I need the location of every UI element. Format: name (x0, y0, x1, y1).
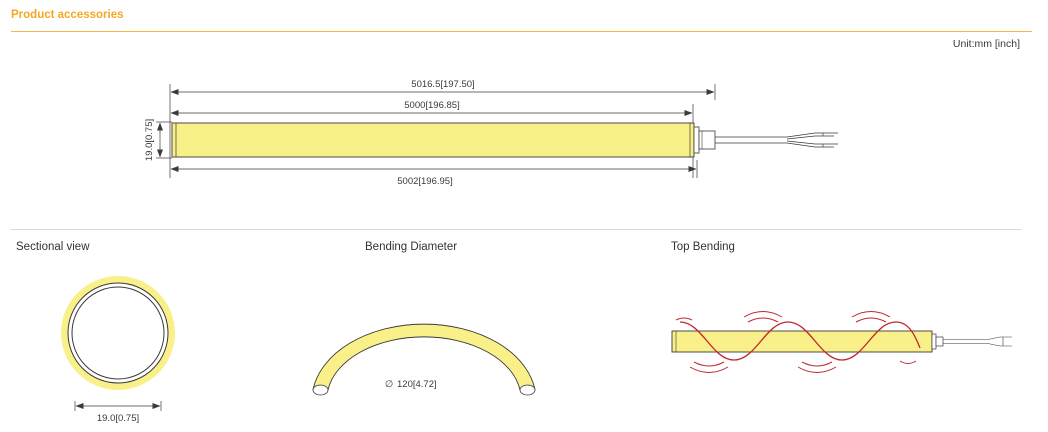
end-cap (693, 126, 700, 154)
section-width-label: 19.0[0.75] (97, 413, 139, 424)
section-title: Product accessories (11, 9, 124, 21)
overall-length-label: 5016.5[197.50] (411, 79, 474, 90)
caption-top-bending: Top Bending (671, 241, 735, 253)
cable-gland (698, 130, 716, 150)
caption-bending-diameter: Bending Diameter (365, 241, 458, 253)
title-divider (11, 31, 1032, 32)
top-bending-bar (671, 330, 933, 353)
bending-wave (679, 321, 921, 361)
bending-diameter-drawing: ∅ 120[4.72] (312, 323, 536, 396)
length-with-cap-label: 5002[196.95] (397, 176, 452, 187)
section-divider (11, 229, 1021, 230)
bending-diameter-label: 120[4.72] (397, 379, 437, 390)
dimension-drawing: 5016.5[197.50] 5000[196.85] 5002[196.95]… (144, 79, 838, 187)
unit-note: Unit:mm [inch] (952, 38, 1020, 50)
light-bar-body (171, 122, 695, 158)
diameter-symbol: ∅ (385, 379, 393, 390)
caption-sectional-view: Sectional view (16, 241, 90, 253)
top-bending-drawing (671, 311, 1012, 373)
cable (715, 132, 838, 148)
sectional-view-drawing: 19.0[0.75] (61, 276, 175, 424)
body-length-label: 5000[196.85] (404, 100, 459, 111)
height-label: 19.0[0.75] (144, 119, 155, 161)
